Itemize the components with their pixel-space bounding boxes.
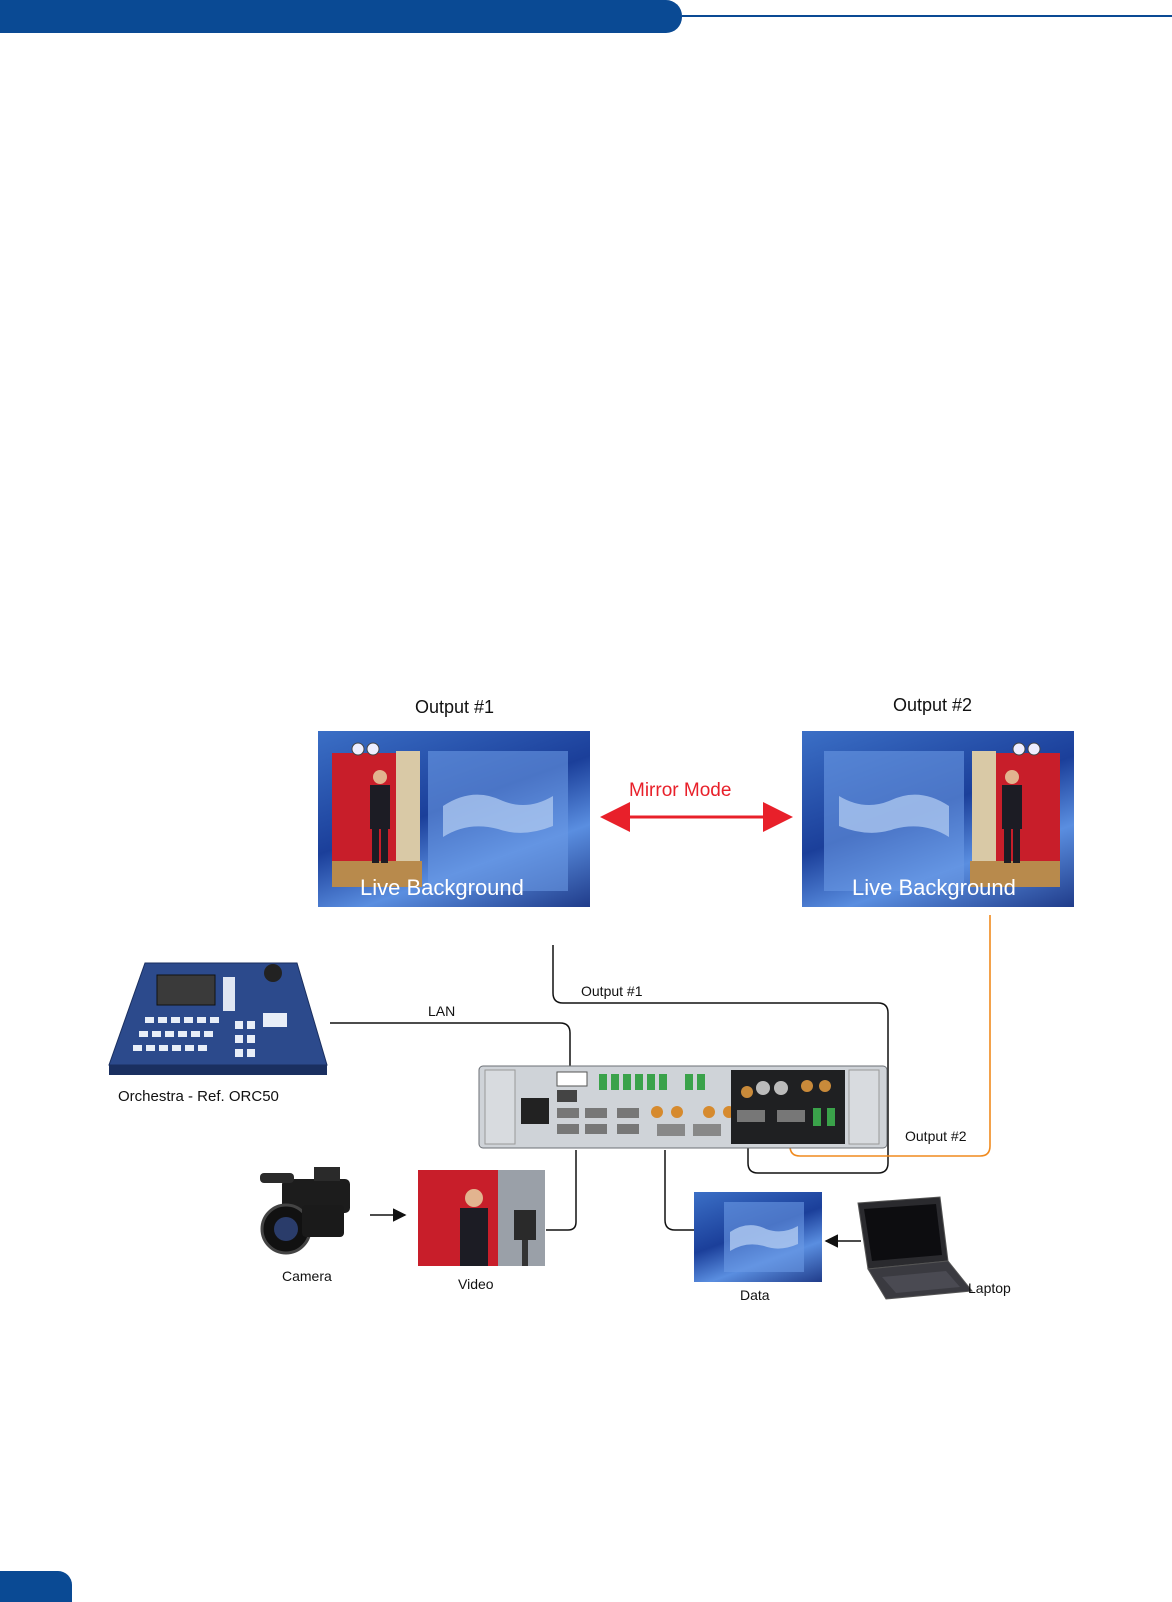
live-background-scene-mirrored	[824, 742, 1060, 891]
video-thumbnail	[418, 1170, 545, 1266]
header-bar	[0, 0, 682, 33]
page-corner-tab	[0, 1571, 72, 1602]
cable-output2-label: Output #2	[905, 1128, 967, 1144]
processor-unit-image	[478, 1065, 888, 1149]
output1-cable	[552, 945, 889, 1174]
output1-screen: Live Background	[318, 731, 590, 907]
lan-label: LAN	[428, 1003, 456, 1019]
output1-title: Output #1	[415, 697, 495, 717]
data-cable	[664, 1150, 694, 1231]
video-cable	[546, 1150, 577, 1231]
laptop-image	[857, 1196, 973, 1300]
mirror-mode-label: Mirror Mode	[629, 780, 732, 801]
live-background-scene	[332, 742, 568, 891]
laptop-label: Laptop	[968, 1280, 1011, 1296]
output1-caption: Live Background	[360, 875, 524, 900]
video-label: Video	[458, 1276, 494, 1292]
data-label: Data	[740, 1287, 770, 1303]
output2-caption: Live Background	[852, 875, 1016, 900]
lan-cable	[330, 1022, 571, 1070]
output2-cable	[789, 915, 991, 1157]
camera-label: Camera	[282, 1268, 332, 1284]
data-scene	[724, 1202, 804, 1272]
camera-image	[260, 1167, 350, 1255]
data-thumbnail	[694, 1192, 822, 1282]
output2-screen: Live Background	[802, 731, 1074, 907]
cable-output1-label: Output #1	[581, 983, 643, 999]
console-label: Orchestra - Ref. ORC50	[118, 1088, 279, 1105]
video-scene	[418, 1170, 545, 1266]
header-rule	[682, 15, 1172, 17]
orchestra-console-image	[108, 962, 328, 1075]
output2-title: Output #2	[893, 695, 973, 715]
